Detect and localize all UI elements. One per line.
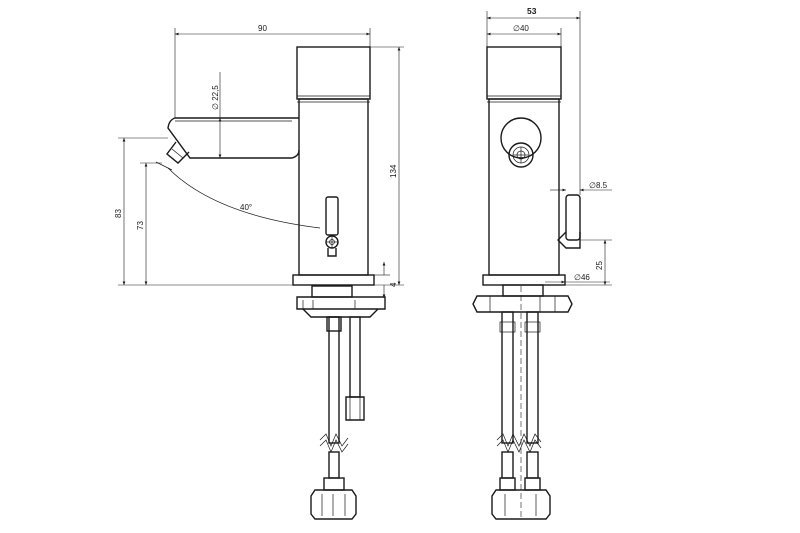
dim-90: 90	[258, 24, 267, 33]
faucet-base	[292, 274, 375, 286]
dim-40deg: 40°	[240, 203, 252, 212]
dim-dia-8-5: ∅8.5	[589, 181, 608, 190]
dim-53: 53	[527, 6, 537, 16]
spout	[167, 117, 300, 159]
aerator	[166, 141, 190, 164]
front-lever	[565, 194, 581, 241]
side-lever	[325, 196, 339, 236]
dim-dia-40: ∅40	[513, 24, 529, 33]
dim-73: 73	[136, 221, 145, 230]
dim-spout-dia: ∅ 22,5	[211, 85, 220, 110]
front-view: 53 ∅40 ∅8.5 25 ∅46	[472, 6, 612, 520]
faucet-cap	[296, 46, 371, 100]
dim-dia-46: ∅46	[574, 273, 590, 282]
side-view: 90 ∅ 22,5 134 4 83 73 40°	[114, 24, 404, 520]
faucet-body	[298, 98, 369, 276]
dim-25: 25	[595, 261, 604, 270]
dim-134: 134	[389, 164, 398, 178]
dim-4: 4	[389, 282, 398, 287]
angle-arc	[167, 167, 321, 229]
dim-83: 83	[114, 209, 123, 218]
